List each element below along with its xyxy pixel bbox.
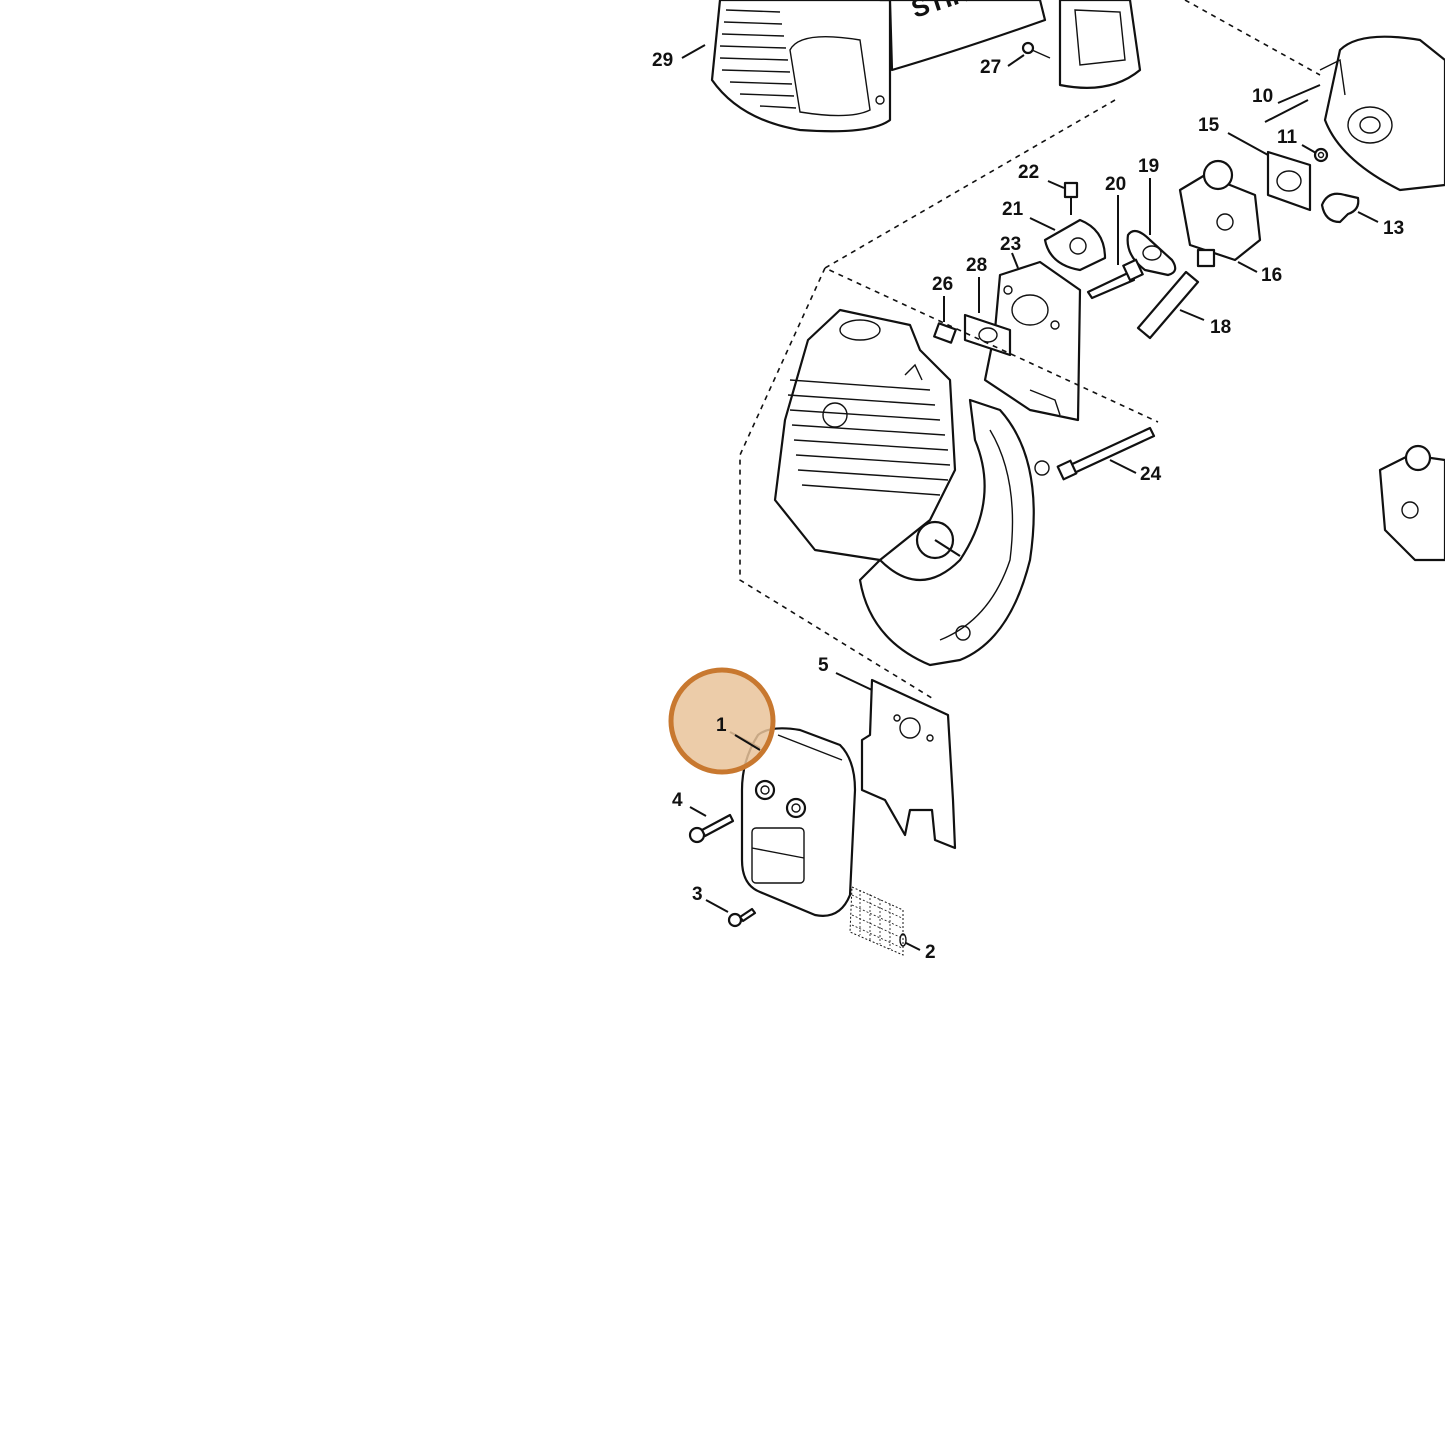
callout-28[interactable]: 28 <box>966 255 987 276</box>
engine-cylinder[interactable] <box>773 308 957 562</box>
nut-part-11[interactable] <box>1313 147 1329 163</box>
assembly-lines <box>739 0 1321 701</box>
callout-16[interactable]: 16 <box>1261 265 1282 286</box>
callout-27[interactable]: 27 <box>980 57 1001 78</box>
callout-2[interactable]: 2 <box>925 942 936 963</box>
highlight-circle <box>668 667 776 775</box>
screw-part-4[interactable] <box>688 813 735 844</box>
callout-18[interactable]: 18 <box>1210 317 1231 338</box>
callout-11[interactable]: 11 <box>1277 127 1298 148</box>
gasket-part-19[interactable] <box>1126 229 1177 277</box>
callout-29[interactable]: 29 <box>652 50 673 71</box>
manifold-part-23[interactable] <box>983 260 1082 422</box>
support-bracket[interactable] <box>1058 0 1142 89</box>
callout-5[interactable]: 5 <box>818 655 829 676</box>
bolt-part-20[interactable] <box>1086 258 1144 300</box>
gasket-part-15[interactable] <box>1266 150 1312 212</box>
gasket-part-28[interactable] <box>963 313 1012 357</box>
screw-part-22[interactable] <box>1063 181 1079 215</box>
screw-part-3[interactable] <box>727 907 757 928</box>
heat-shield-part-5[interactable] <box>860 678 957 850</box>
spark-screen-part-2[interactable] <box>849 886 907 956</box>
callout-20[interactable]: 20 <box>1105 174 1126 195</box>
callout-19[interactable]: 19 <box>1138 156 1159 177</box>
filter-housing-part-10[interactable] <box>1319 35 1445 192</box>
callout-15[interactable]: 15 <box>1198 115 1220 136</box>
callout-21[interactable]: 21 <box>1002 199 1024 220</box>
knob-part-13[interactable] <box>1320 192 1360 224</box>
callout-4[interactable]: 4 <box>672 790 683 811</box>
carburetor-part-16[interactable] <box>1178 159 1262 268</box>
shroud-part-29[interactable]: STIHL <box>710 0 1047 133</box>
callout-22[interactable]: 22 <box>1018 162 1039 183</box>
plug-part-26[interactable] <box>933 322 957 344</box>
callout-1[interactable]: 1 <box>716 715 727 736</box>
carburetor-alt[interactable] <box>1378 444 1445 562</box>
callout-10[interactable]: 10 <box>1252 86 1273 107</box>
screw-part-27[interactable] <box>1021 41 1051 59</box>
leader-lines <box>681 44 1379 951</box>
callout-3[interactable]: 3 <box>692 884 703 905</box>
callouts: 1 2 3 4 5 10 11 13 15 16 18 19 20 21 22 … <box>652 50 1404 963</box>
tube-part-18[interactable] <box>1136 270 1200 340</box>
bolt-part-24[interactable] <box>1056 426 1156 481</box>
muffler-part-1[interactable] <box>740 727 857 917</box>
callout-26[interactable]: 26 <box>932 274 953 295</box>
leader-line-1 <box>734 734 761 751</box>
callout-23[interactable]: 23 <box>1000 234 1021 255</box>
callout-13[interactable]: 13 <box>1383 218 1404 239</box>
bracket-part-21[interactable] <box>1043 218 1107 272</box>
callout-24[interactable]: 24 <box>1140 464 1162 485</box>
fan-housing[interactable] <box>858 398 1050 667</box>
